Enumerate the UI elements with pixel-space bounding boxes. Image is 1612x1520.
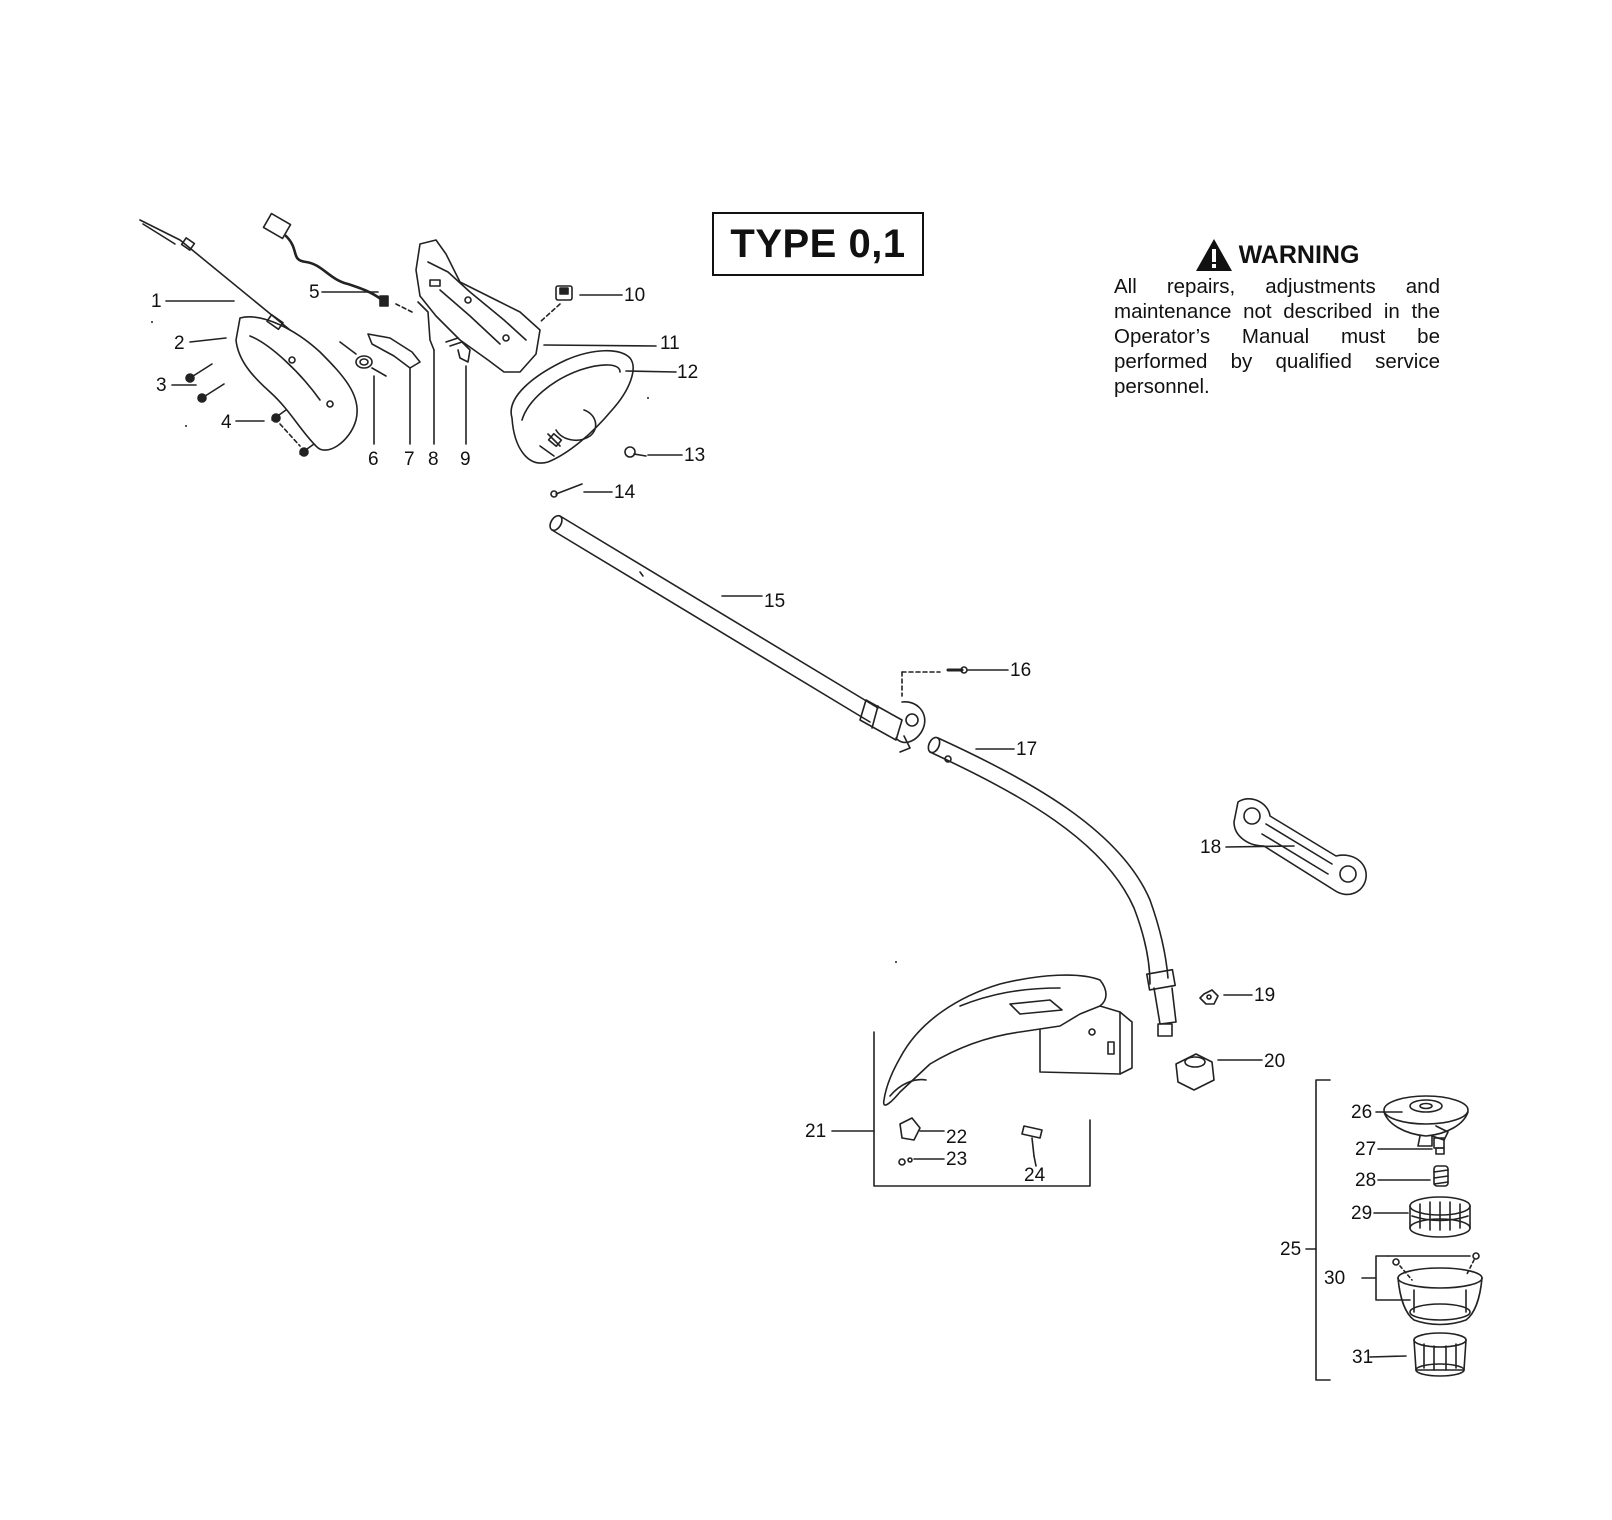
callout-24: 24	[1024, 1165, 1046, 1186]
callout-10: 10	[624, 285, 646, 306]
stop-switch-lever-part	[395, 301, 435, 351]
spool-housing-part	[1392, 1252, 1483, 1326]
callout-11: 11	[660, 333, 680, 354]
callout-1: 1	[151, 291, 162, 312]
callout-17: 17	[1016, 739, 1038, 760]
callout-9: 9	[460, 449, 471, 470]
warning-heading: WARNING	[1238, 240, 1360, 269]
warning-notice: WARNING All repairs, adjustments and mai…	[1114, 238, 1440, 399]
shield-clamp-part	[899, 1117, 921, 1141]
leader-line-12	[625, 370, 677, 373]
bracket-21	[873, 1031, 1091, 1187]
callout-16: 16	[1010, 660, 1032, 681]
callout-3: 3	[156, 375, 167, 396]
trimmer-head-spring-part	[1433, 1165, 1449, 1187]
warning-heading-row: WARNING	[1114, 238, 1440, 272]
throttle-cable-part	[139, 219, 291, 331]
callout-5: 5	[309, 282, 320, 303]
leader-line-2	[189, 337, 227, 343]
callout-14: 14	[614, 482, 636, 503]
bracket-30	[1375, 1255, 1471, 1301]
trimmer-head-bolt-part	[1433, 1137, 1445, 1155]
stop-switch-part	[539, 285, 573, 323]
callout-13: 13	[684, 445, 706, 466]
housing-screws-lower-part	[271, 409, 315, 457]
trimmer-head-cover-part	[1383, 1095, 1469, 1147]
rear-handle-grip-part	[510, 349, 634, 464]
callout-27: 27	[1355, 1139, 1377, 1160]
leader-line-31	[1369, 1355, 1407, 1358]
callout-28: 28	[1355, 1170, 1377, 1191]
shield-bolt-part	[1021, 1125, 1043, 1157]
callout-7: 7	[404, 449, 415, 470]
callout-8: 8	[428, 449, 439, 470]
right-handle-housing-part	[415, 239, 541, 373]
warning-text: All repairs, adjustments and maintenance…	[1114, 275, 1440, 398]
leader-line-11	[543, 344, 657, 347]
shield-nut-part	[898, 1157, 913, 1166]
spring-part	[339, 341, 387, 377]
callout-21: 21	[805, 1121, 827, 1142]
drive-adapter-part	[1175, 1053, 1215, 1091]
callout-29: 29	[1351, 1203, 1373, 1224]
callout-2: 2	[174, 333, 185, 354]
callout-22: 22	[946, 1127, 968, 1148]
throttle-trigger-part	[367, 333, 421, 369]
nut-part	[1199, 989, 1219, 1005]
handle-bolt-part	[550, 483, 583, 498]
grip-screw-part	[624, 446, 647, 458]
leader-line-24	[1033, 1155, 1037, 1167]
leader-line-18	[1225, 845, 1295, 848]
callout-15: 15	[764, 591, 786, 612]
left-handle-housing-part	[235, 316, 358, 451]
shaft-coupler-part	[859, 666, 968, 753]
type-label-box: TYPE 0,1	[712, 212, 924, 276]
bracket-25	[1315, 1079, 1331, 1381]
callout-23: 23	[946, 1149, 968, 1170]
callout-4: 4	[221, 412, 232, 433]
callout-19: 19	[1254, 985, 1276, 1006]
callout-12: 12	[677, 362, 699, 383]
callout-30: 30	[1324, 1268, 1346, 1289]
ignition-wire-part	[262, 212, 389, 307]
callout-18: 18	[1200, 837, 1222, 858]
lower-curved-shaft-part	[927, 736, 1177, 1037]
callout-6: 6	[368, 449, 379, 470]
upper-shaft-tube-part	[549, 514, 879, 723]
lockout-spring-part	[445, 337, 471, 363]
deflector-shield-part	[882, 974, 1133, 1106]
callout-25: 25	[1280, 1239, 1302, 1260]
housing-screws-part	[185, 363, 225, 403]
spool-retainer-part	[1413, 1332, 1467, 1377]
callout-20: 20	[1264, 1051, 1286, 1072]
callout-26: 26	[1351, 1102, 1373, 1123]
callout-31: 31	[1352, 1347, 1374, 1368]
wrench-part	[1233, 798, 1367, 896]
warning-triangle-icon	[1195, 239, 1232, 271]
line-spool-part	[1409, 1196, 1471, 1238]
